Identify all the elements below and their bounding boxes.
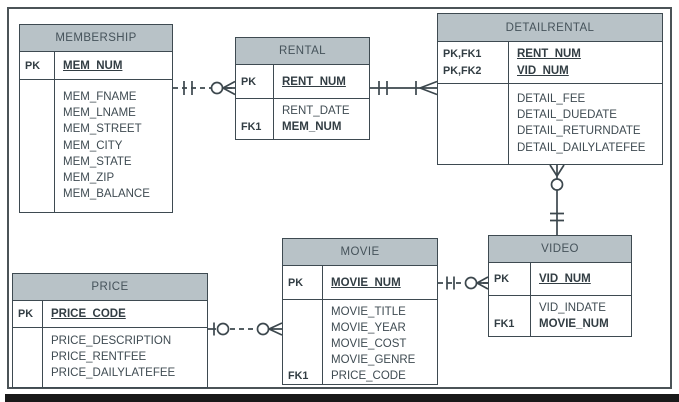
attribute-name: MOVIE_COST (331, 338, 407, 350)
key-label (25, 154, 54, 170)
entity-video-title: VIDEO (489, 236, 631, 263)
key-label (18, 349, 42, 365)
pk-attribute: PRICE_CODE (51, 308, 126, 320)
entity-movie-attributes: FK1 MOVIE_TITLE MOVIE_YEAR MOVIE_COST MO… (283, 300, 437, 384)
attribute-name: DETAIL_FEE (517, 93, 586, 106)
pk-label: PK,FK1 (443, 48, 482, 61)
pk-label: PK,FK2 (443, 64, 482, 77)
attribute-name: MEM_CITY (63, 139, 123, 152)
entity-price-pk-section: PK PRICE_CODE (13, 301, 207, 328)
attribute-name: MOVIE_TITLE (331, 306, 406, 318)
key-label (494, 300, 530, 316)
pk-attribute: MOVIE_NUM (331, 276, 401, 289)
key-label (25, 138, 54, 154)
key-label (25, 186, 54, 202)
key-label (25, 105, 54, 121)
attribute-name: PRICE_DESCRIPTION (51, 335, 172, 348)
key-label: FK1 (241, 121, 262, 134)
key-label (443, 140, 508, 156)
attribute-name: DETAIL_DAILYLATEFEE (517, 141, 646, 154)
pk-label: PK (241, 75, 256, 88)
entity-detailrental-attributes: DETAIL_FEE DETAIL_DUEDATE DETAIL_RETURND… (438, 84, 662, 164)
key-label: FK1 (288, 370, 309, 382)
bottom-edge-bar (5, 394, 679, 402)
diagram-border-frame (7, 7, 672, 389)
attribute-name: MEM_BALANCE (63, 188, 150, 201)
pk-attribute: RENT_NUM (517, 48, 581, 61)
key-label (18, 365, 42, 381)
key-label (288, 320, 322, 336)
attribute-name: MEM_ZIP (63, 172, 115, 185)
pk-label: PK (18, 308, 33, 320)
attribute-name: PRICE_RENTFEE (51, 351, 147, 364)
pk-attribute: VID_NUM (539, 273, 591, 285)
entity-price: PRICE PK PRICE_CODE PRICE_DESCRIPTION PR… (12, 273, 208, 388)
entity-rental-attributes: FK1 RENT_DATE MEM_NUM (236, 99, 369, 139)
key-label (25, 170, 54, 186)
key-label (443, 123, 508, 139)
key-label (25, 89, 54, 105)
entity-video-pk-section: PK VID_NUM (489, 263, 631, 296)
attribute-name: PRICE_CODE (331, 370, 406, 382)
key-label (443, 107, 508, 123)
key-label (18, 333, 42, 349)
key-label (443, 91, 508, 107)
attribute-name: MOVIE_NUM (539, 318, 609, 331)
attribute-name: MEM_NUM (282, 121, 342, 134)
attribute-name: MOVIE_YEAR (331, 322, 406, 334)
attribute-name: VID_INDATE (539, 302, 606, 315)
attribute-name: RENT_DATE (282, 105, 350, 118)
entity-price-title: PRICE (13, 274, 207, 301)
key-label (25, 121, 54, 137)
entity-detailrental: DETAILRENTAL PK,FK1 PK,FK2 RENT_NUM VID_… (437, 13, 663, 165)
pk-label: PK (288, 276, 303, 289)
attribute-name: DETAIL_RETURNDATE (517, 125, 641, 138)
pk-attribute: VID_NUM (517, 64, 569, 77)
attribute-name: MEM_STREET (63, 123, 142, 136)
pk-label: PK (25, 59, 40, 72)
entity-membership-pk-section: PK MEM_NUM (20, 52, 172, 80)
attribute-name: DETAIL_DUEDATE (517, 109, 617, 122)
entity-movie: MOVIE PK MOVIE_NUM FK1 MOVIE_TITLE MOVIE… (282, 238, 438, 385)
entity-rental-pk-section: PK RENT_NUM (236, 65, 369, 99)
key-label (288, 304, 322, 320)
entity-rental: RENTAL PK RENT_NUM FK1 RENT_DATE MEM_NUM (235, 37, 370, 140)
entity-detailrental-title: DETAILRENTAL (438, 14, 662, 42)
attribute-name: MEM_FNAME (63, 91, 137, 104)
entity-video-attributes: FK1 VID_INDATE MOVIE_NUM (489, 296, 631, 336)
attribute-name: PRICE_DAILYLATEFEE (51, 367, 176, 380)
entity-membership-title: MEMBERSHIP (20, 25, 172, 52)
entity-price-attributes: PRICE_DESCRIPTION PRICE_RENTFEE PRICE_DA… (13, 328, 207, 387)
entity-membership: MEMBERSHIP PK MEM_NUM MEM_FNAME MEM_LNAM… (19, 24, 173, 213)
entity-detailrental-pk-section: PK,FK1 PK,FK2 RENT_NUM VID_NUM (438, 42, 662, 84)
attribute-name: MEM_STATE (63, 155, 132, 168)
entity-video: VIDEO PK VID_NUM FK1 VID_INDATE MOVIE_NU… (488, 235, 632, 337)
key-label: FK1 (494, 318, 515, 331)
key-label (288, 336, 322, 352)
attribute-name: MEM_LNAME (63, 107, 136, 120)
pk-label: PK (494, 273, 509, 285)
key-label (241, 103, 273, 119)
pk-attribute: RENT_NUM (282, 75, 346, 88)
key-label (288, 352, 322, 368)
entity-membership-attributes: MEM_FNAME MEM_LNAME MEM_STREET MEM_CITY … (20, 80, 172, 212)
attribute-name: MOVIE_GENRE (331, 354, 416, 366)
entity-rental-title: RENTAL (236, 38, 369, 65)
pk-attribute: MEM_NUM (63, 59, 123, 72)
entity-movie-title: MOVIE (283, 239, 437, 266)
entity-movie-pk-section: PK MOVIE_NUM (283, 266, 437, 300)
